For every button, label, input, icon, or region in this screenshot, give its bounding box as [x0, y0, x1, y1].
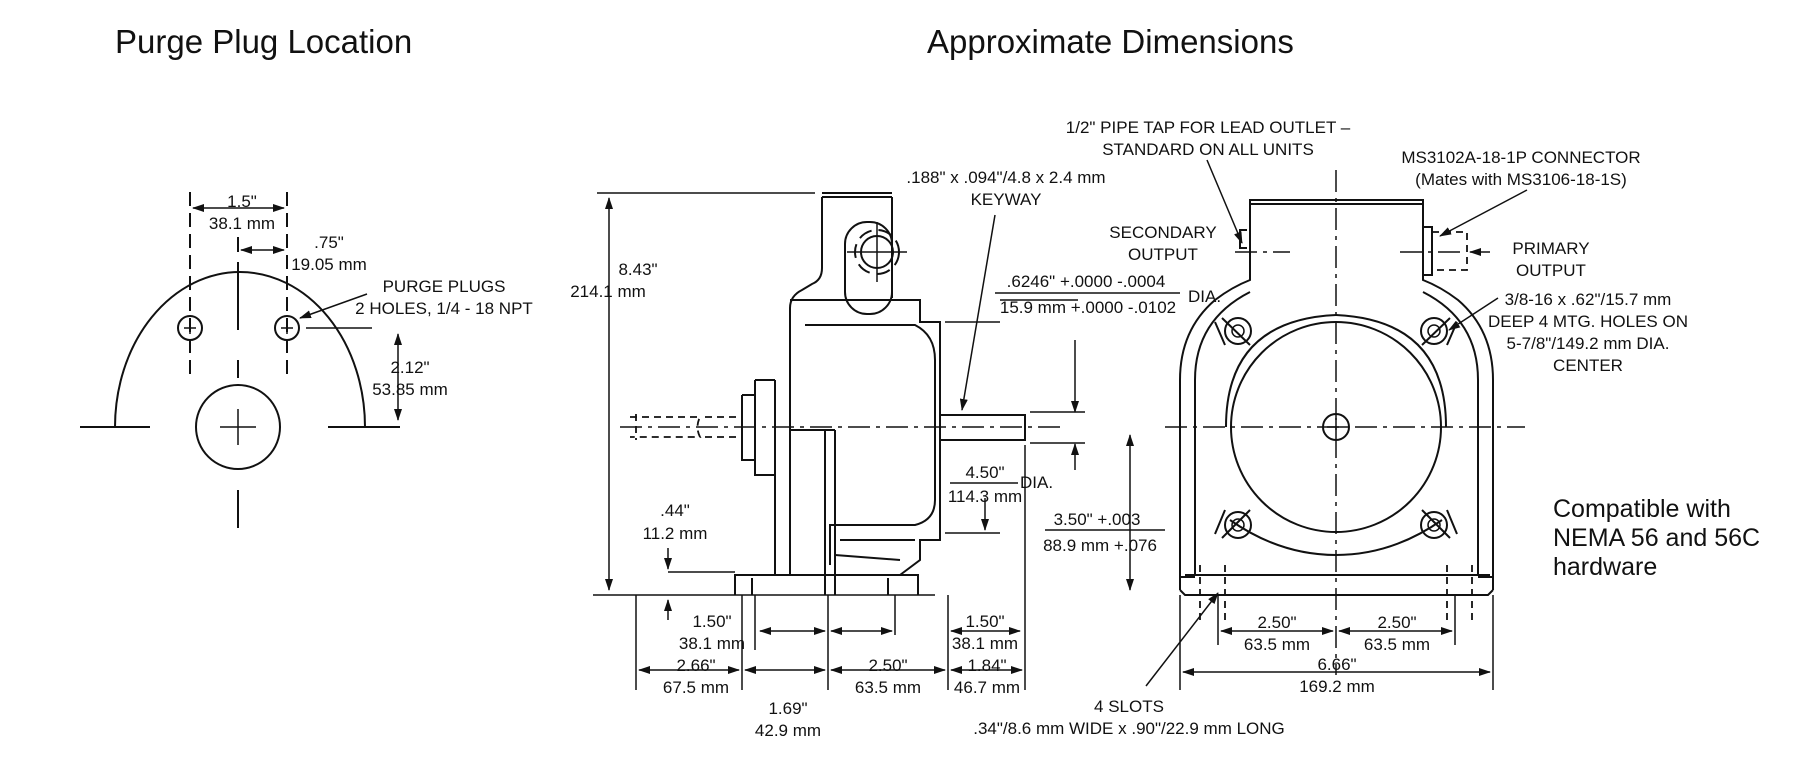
mounting-holes-spec-3: 5-7/8"/149.2 mm DIA.	[1507, 334, 1670, 353]
purge-plug-view	[80, 192, 402, 528]
right-shaft-in: 1.50"	[965, 612, 1004, 631]
end-left-in: 2.50"	[1257, 613, 1296, 632]
purge-plugs-label: PURGE PLUGS	[383, 277, 506, 296]
primary-output-label: PRIMARY	[1512, 239, 1589, 258]
d184-mm: 46.7 mm	[954, 678, 1020, 697]
pipe-tap-label: 1/2" PIPE TAP FOR LEAD OUTLET –	[1066, 118, 1351, 137]
left-foot-in: 1.50"	[692, 612, 731, 631]
height-mm: 214.1 mm	[570, 282, 646, 301]
purge-plugs-spec: 2 HOLES, 1/4 - 18 NPT	[355, 299, 533, 318]
primary-output-label-2: OUTPUT	[1516, 261, 1586, 280]
shaft-circle	[195, 384, 281, 470]
pilot-dia-mm: 114.3 mm	[948, 487, 1022, 506]
total-width-mm: 169.2 mm	[1299, 677, 1375, 696]
purge-width-mm: 38.1 mm	[209, 214, 275, 233]
total-width-in: 6.66"	[1317, 655, 1356, 674]
end-left-mm: 63.5 mm	[1244, 635, 1310, 654]
d250-in: 2.50"	[868, 656, 907, 675]
motor-side-view	[593, 192, 1134, 690]
shaft-dia-mm: 15.9 mm +.0000 -.0102	[1000, 298, 1176, 317]
slots-spec: .34"/8.6 mm WIDE x .90"/22.9 mm LONG	[973, 719, 1285, 738]
pipe-tap-note: STANDARD ON ALL UNITS	[1102, 140, 1314, 159]
mounting-holes-spec: 3/8-16 x .62"/15.7 mm	[1505, 290, 1672, 309]
base-height-in: .44"	[660, 501, 690, 520]
left-foot-mm: 38.1 mm	[679, 634, 745, 653]
motor-end-view	[1145, 159, 1528, 690]
connector-mates: (Mates with MS3106-18-1S)	[1415, 170, 1627, 189]
mounting-holes-spec-4: CENTER	[1553, 356, 1623, 375]
slots-label: 4 SLOTS	[1094, 697, 1164, 716]
compat-line-1: Compatible with	[1553, 495, 1731, 523]
shaft-dia-suffix: DIA.	[1188, 287, 1221, 306]
connector-label: MS3102A-18-1P CONNECTOR	[1401, 148, 1640, 167]
purge-offset-in: .75"	[314, 233, 344, 252]
d266-in: 2.66"	[676, 656, 715, 675]
dimensions-title: Approximate Dimensions	[927, 23, 1294, 60]
pilot-dia-suffix: DIA.	[1020, 473, 1053, 492]
d266-mm: 67.5 mm	[663, 678, 729, 697]
keyway-size: .188" x .094"/4.8 x 2.4 mm	[906, 168, 1105, 187]
end-right-mm: 63.5 mm	[1364, 635, 1430, 654]
secondary-output-label: SECONDARY	[1109, 223, 1216, 242]
purge-height-in: 2.12"	[390, 358, 429, 377]
purge-offset-mm: 19.05 mm	[291, 255, 367, 274]
purge-width-in: 1.5"	[227, 192, 257, 211]
purge-title: Purge Plug Location	[115, 23, 412, 60]
center-height-mm: 88.9 mm +.076	[1043, 536, 1157, 555]
d169-in: 1.69"	[768, 699, 807, 718]
compat-line-2: NEMA 56 and 56C	[1553, 524, 1760, 552]
shaft-dia-in: .6246" +.0000 -.0004	[1007, 272, 1166, 291]
pilot-dia-in: 4.50"	[965, 463, 1004, 482]
keyway-label: KEYWAY	[971, 190, 1042, 209]
center-height-in: 3.50" +.003	[1054, 510, 1141, 529]
right-shaft-mm: 38.1 mm	[952, 634, 1018, 653]
mounting-holes-spec-2: DEEP 4 MTG. HOLES ON	[1488, 312, 1688, 331]
d169-mm: 42.9 mm	[755, 721, 821, 740]
d250-mm: 63.5 mm	[855, 678, 921, 697]
base-height-mm: 11.2 mm	[643, 524, 708, 543]
end-right-in: 2.50"	[1377, 613, 1416, 632]
compat-line-3: hardware	[1553, 553, 1657, 581]
purge-height-mm: 53.85 mm	[372, 380, 448, 399]
secondary-output-label-2: OUTPUT	[1128, 245, 1198, 264]
d184-in: 1.84"	[967, 656, 1006, 675]
height-in: 8.43"	[618, 260, 657, 279]
